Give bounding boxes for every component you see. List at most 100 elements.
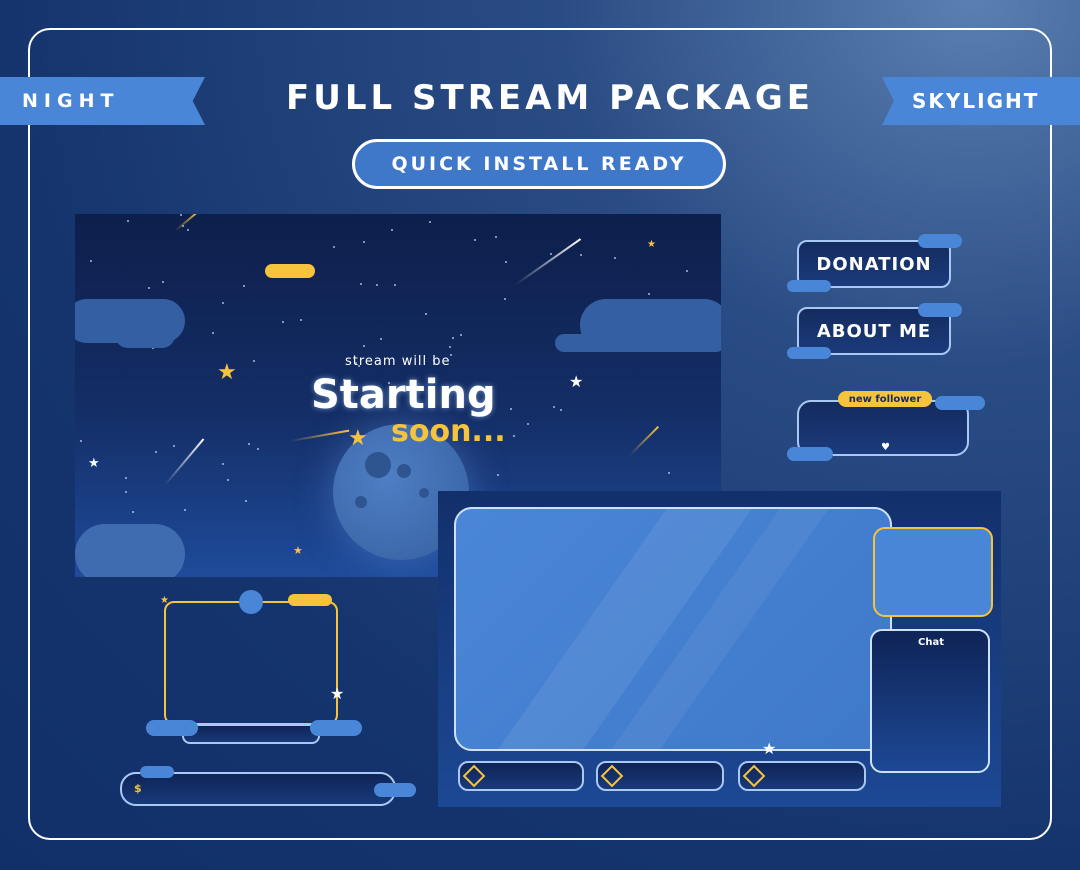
cloud [115,322,175,348]
stream-will-be-text: stream will be [345,354,451,369]
ribbon-skylight: SKYLIGHT [882,77,1080,125]
new-follower-tag: new follower [838,391,932,407]
sub-goal-bar [596,761,724,791]
donation-goal-bar-small [738,761,866,791]
star-icon: ★ [293,544,303,557]
star-dot [355,362,357,364]
star-dot [343,379,345,381]
star-dot [125,491,127,493]
webcam-frame [164,601,338,725]
star-dot [429,221,431,223]
star-dot [127,220,129,222]
ingame-layout: Chat ★ [438,491,1001,807]
gold-cloud [265,264,315,278]
star-dot [148,287,150,289]
camera-box [873,527,993,617]
shooting-star [164,438,205,486]
shooting-star [289,429,350,442]
star-dot [560,409,562,411]
heart-icon: ♥ [881,442,890,453]
star-dot [376,284,378,286]
star-dot [80,440,82,442]
star-dot [580,254,582,256]
star-dot [460,334,462,336]
cloud [787,280,831,292]
star-dot [394,284,396,286]
star-dot [182,225,184,227]
star-dot [614,257,616,259]
star-dot [222,463,224,465]
star-dot [363,241,365,243]
star-dot [388,382,390,384]
donation-goal-bar: $ [120,772,396,806]
star-dot [391,229,393,231]
star-icon [600,764,624,788]
star-dot [253,360,255,362]
star-dot [257,448,259,450]
shooting-star [514,238,582,286]
cloud [935,396,985,410]
cloud [787,447,833,461]
star-icon: ★ [330,684,345,703]
cloud [918,234,962,248]
cloud [555,334,721,352]
star-dot [180,214,182,216]
star-dot [90,260,92,262]
star-dot [245,500,247,502]
starting-text: Starting [311,372,496,418]
star-dot [527,423,529,425]
star-dot [173,445,175,447]
star-dot [452,337,454,339]
star-dot [358,365,360,367]
star-dot [380,338,382,340]
about-me-panel-label: ABOUT ME [816,320,932,342]
cloud [140,766,174,778]
star-dot [212,332,214,334]
star-dot [425,313,427,315]
star-dot [152,347,154,349]
star-icon: ★ [569,372,584,391]
star-icon: ★ [762,739,777,758]
star-dot [155,451,157,453]
soon-text: soon... [391,414,506,449]
star-dot [222,302,224,304]
star-dot [300,319,302,321]
star-dot [510,408,512,410]
heart-icon [462,764,486,788]
star-icon: ★ [88,456,100,471]
star-dot [553,406,555,408]
quick-install-badge: QUICK INSTALL READY [352,139,726,189]
star-dot [497,474,499,476]
star-dot [248,443,250,445]
star-dot [227,479,229,481]
dollar-icon [742,764,766,788]
star-dot [495,236,497,238]
cloud [918,303,962,317]
star-dot [668,472,670,474]
star-dot [450,354,452,356]
star-dot [125,477,127,479]
star-dot [132,511,134,513]
star-dot [686,270,688,272]
page-title: FULL STREAM PACKAGE [286,78,814,118]
star-dot [449,346,451,348]
dollar-icon: $ [134,782,142,795]
star-dot [505,261,507,263]
star-icon: ★ [217,360,237,385]
star-icon: ★ [160,595,169,606]
donation-panel-label: DONATION [816,253,932,275]
star-dot [282,321,284,323]
star-dot [184,509,186,511]
ribbon-night: NIGHT [0,77,205,125]
gold-cloud [288,594,332,606]
webcam-name-bar [182,724,320,744]
cloud [310,720,362,736]
chat-box: Chat [870,629,990,773]
star-dot [363,345,365,347]
cloud [787,347,831,359]
star-dot [550,253,552,255]
star-dot [504,298,506,300]
star-icon: ★ [348,426,368,451]
star-dot [162,281,164,283]
cloud [374,783,416,797]
